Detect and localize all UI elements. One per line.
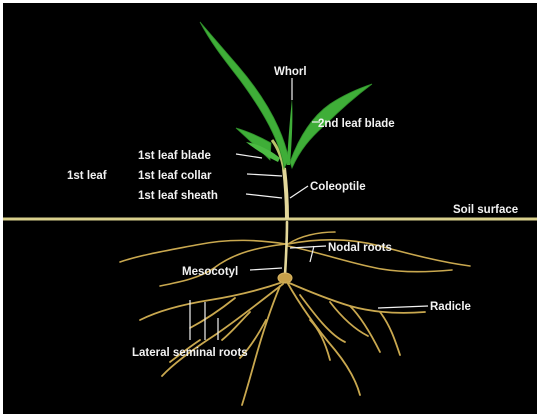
label-first-leaf-sheath: 1st leaf sheath [138,190,218,202]
seed [278,273,292,283]
label-mesocotyl: Mesocotyl [182,266,238,278]
label-first-leaf: 1st leaf [67,170,107,182]
label-nodal-roots: Nodal roots [328,242,392,254]
label-lateral-seminal-roots: Lateral seminal roots [132,347,248,359]
label-first-leaf-collar: 1st leaf collar [138,170,212,182]
label-whorl: Whorl [274,66,307,78]
label-coleoptile: Coleoptile [310,181,366,193]
label-soil-surface: Soil surface [453,204,518,216]
label-first-leaf-blade: 1st leaf blade [138,150,211,162]
label-second-leaf-blade: 2nd leaf blade [318,118,395,130]
label-radicle: Radicle [430,301,471,313]
